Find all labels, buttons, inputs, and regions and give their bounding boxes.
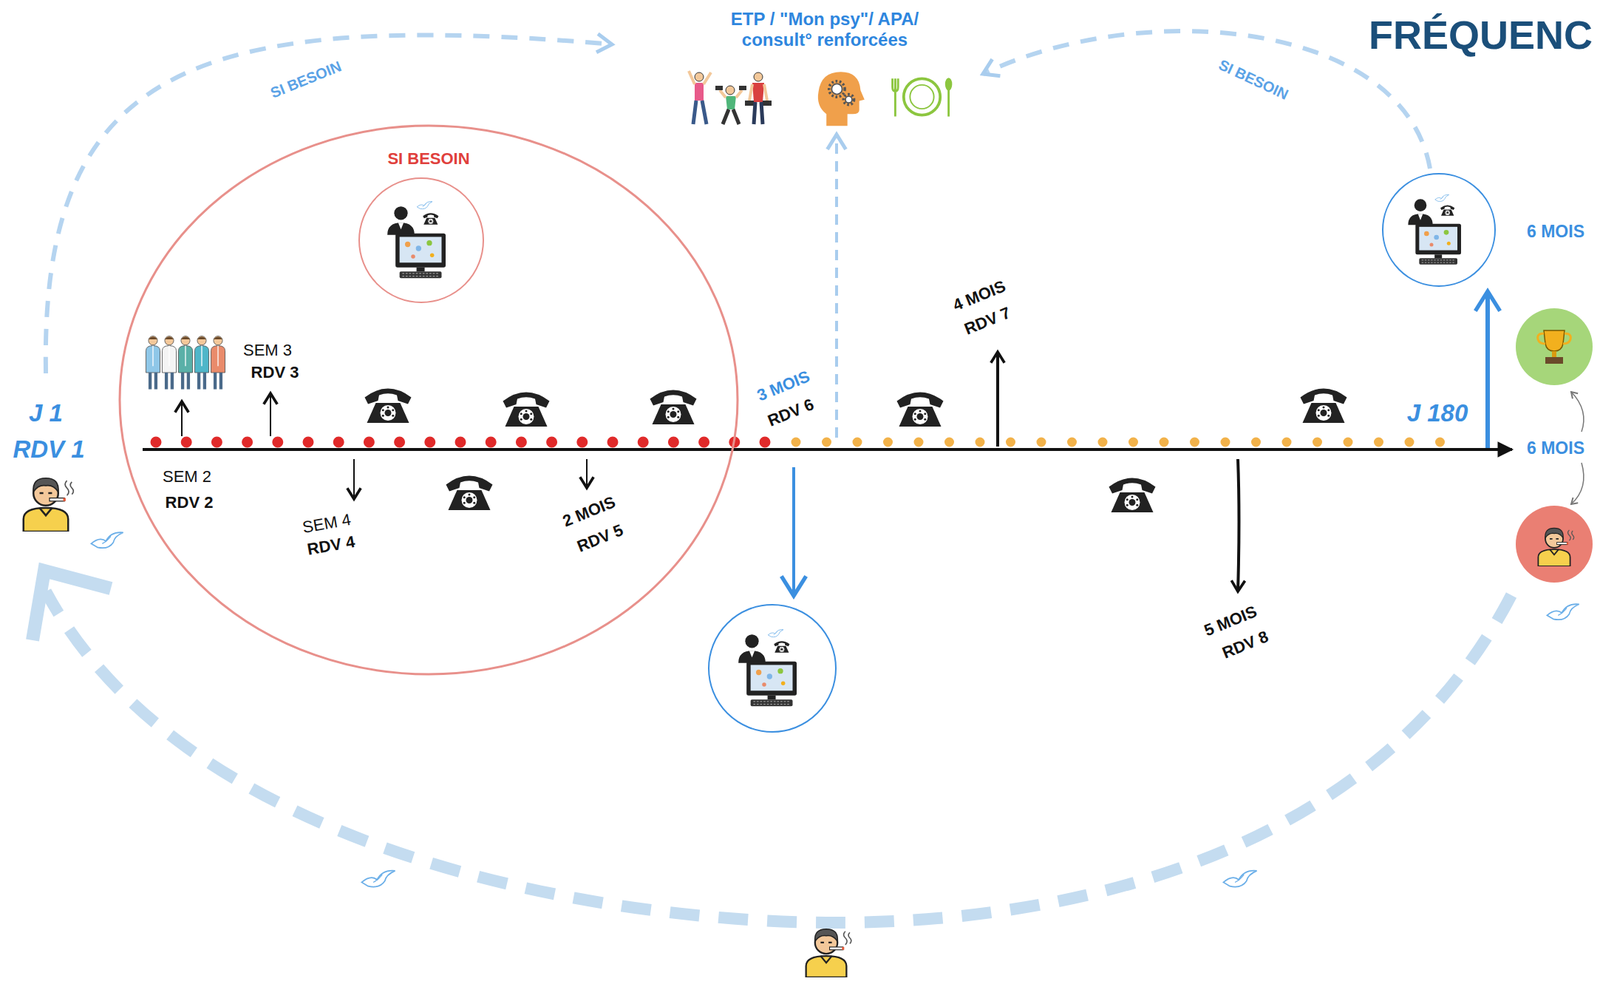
medical-team-icon — [145, 336, 225, 390]
bird-icon — [90, 532, 123, 548]
step-arrow — [269, 393, 272, 437]
diagram-title: FRÉQUENC — [1368, 11, 1593, 58]
visit-label: RDV 1 — [12, 435, 85, 464]
phone-icon — [1300, 388, 1348, 424]
icon-circle — [708, 604, 836, 732]
visit-label: RDV 4 — [305, 532, 357, 559]
small-arrow — [1571, 462, 1584, 505]
support-ellipse: SI BESOIN — [118, 124, 740, 676]
icon-circle — [1382, 173, 1496, 287]
blue-arrow — [1485, 291, 1490, 448]
teleconsult-icon — [1407, 194, 1462, 264]
trophy-icon — [1537, 330, 1572, 364]
step-arrow — [353, 458, 355, 499]
month-label: 6 MOIS — [1526, 221, 1585, 241]
ellipse-shape — [119, 125, 738, 674]
nutrition-icon — [892, 77, 953, 117]
orange-dots — [795, 437, 1471, 448]
relapse-loop — [45, 591, 1512, 923]
dashed-loop — [45, 34, 612, 374]
node-text: SI BESOIN — [387, 149, 470, 169]
loop-arrowhead — [32, 570, 111, 640]
red-dots — [155, 436, 766, 448]
smoker-icon — [1537, 527, 1574, 567]
month-label: 6 MOIS — [1526, 438, 1585, 458]
phone-icon — [897, 392, 944, 428]
fitness-icon — [688, 70, 772, 125]
small-arrow — [1571, 391, 1584, 432]
support-heading: ETP / "Mon psy"/ APA/ consult° renforcée… — [699, 8, 951, 50]
step-arrow — [181, 401, 183, 437]
smoker-icon — [806, 928, 852, 977]
bird-icon — [1546, 603, 1579, 620]
visit-label: RDV 5 — [574, 520, 626, 556]
success-circle — [1515, 308, 1593, 386]
visit-label: RDV 2 — [165, 492, 214, 512]
smoker-icon — [23, 478, 74, 532]
day-label: J 1 — [28, 399, 63, 428]
day-label: J 180 — [1407, 399, 1469, 428]
week-label: SEM 3 — [243, 340, 292, 360]
dashed-arrow — [835, 134, 839, 438]
visit-label: RDV 3 — [251, 362, 300, 382]
phone-icon — [1109, 478, 1156, 513]
psy-icon — [818, 71, 865, 126]
step-arrow — [1237, 458, 1240, 592]
phone-icon — [365, 388, 412, 424]
teleconsult-icon — [387, 201, 446, 279]
step-arrow — [996, 351, 1000, 447]
condition-label: SI BESOIN — [268, 57, 344, 102]
relapse-circle — [1515, 505, 1593, 583]
week-label: SEM 2 — [162, 467, 212, 486]
condition-label: SI BESOIN — [1215, 56, 1291, 104]
phone-icon — [503, 392, 550, 428]
phone-icon — [446, 475, 493, 511]
ellipse-outline — [118, 124, 740, 676]
icon-circle — [359, 178, 484, 303]
bird-icon — [361, 870, 395, 887]
timeline-axis — [142, 447, 1513, 451]
teleconsult-icon — [738, 629, 797, 707]
bird-icon — [1223, 870, 1257, 887]
week-label: SEM 4 — [300, 509, 352, 537]
blue-arrow — [792, 467, 796, 596]
phone-icon — [650, 390, 697, 425]
dashed-loop — [982, 31, 1431, 169]
step-arrow — [586, 458, 588, 488]
